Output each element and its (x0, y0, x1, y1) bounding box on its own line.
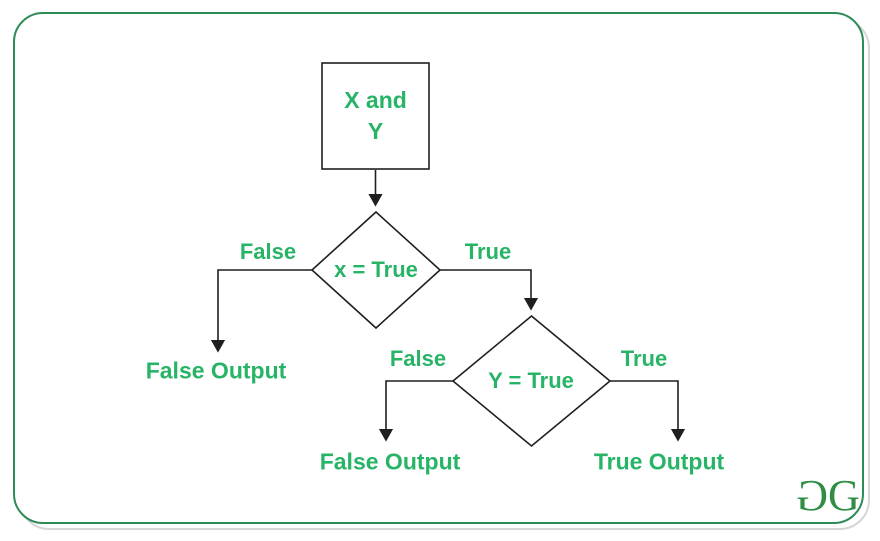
decision2-false-branch-label: False (389, 346, 447, 371)
decision2-label: Y = True (488, 368, 574, 393)
logo-letter-g: G (828, 471, 860, 520)
decision2-false-output-label: False Output (319, 448, 461, 475)
arrow-decision2-false (378, 380, 453, 442)
decision2-true-branch-label: True (620, 346, 668, 371)
start-box-label-line2: Y (367, 118, 384, 144)
decision2-diamond-shape (451, 314, 612, 448)
rounded-frame (13, 12, 864, 524)
arrow-decision1-true (440, 269, 539, 311)
decision1-false-output-label: False Output (145, 357, 287, 384)
start-box-label: X and Y (322, 63, 429, 169)
start-box-label-line1: X and (344, 86, 407, 113)
decision1-false-branch-label: False (239, 239, 297, 264)
logo-letter-g-flipped: G (799, 471, 828, 520)
decision1-true-branch-label: True (464, 239, 512, 264)
arrow-decision2-true (610, 380, 686, 442)
decision2-true-output-label: True Output (593, 448, 725, 475)
start-box-shape (321, 62, 430, 170)
arrow-decision1-false (210, 269, 312, 353)
geeksforgeeks-logo: GG (799, 471, 860, 520)
decision1-label: x = True (334, 257, 418, 282)
decision1-diamond-shape (310, 210, 442, 330)
